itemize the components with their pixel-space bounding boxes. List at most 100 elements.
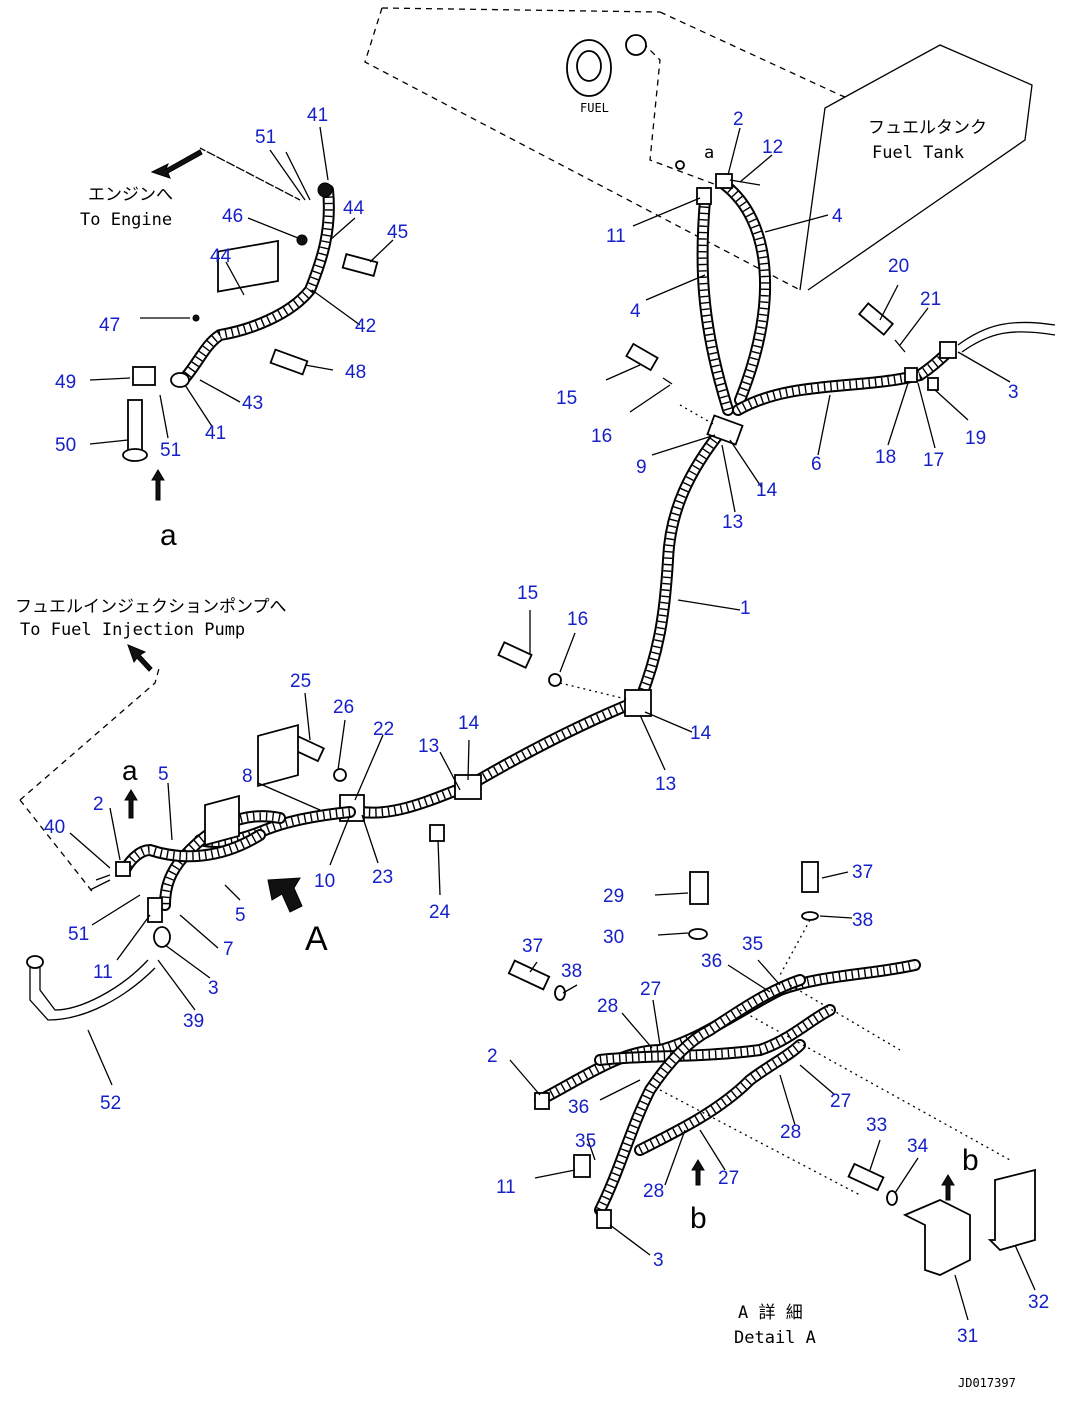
callout-40: 40 (44, 817, 65, 838)
callout-36-left: 36 (568, 1097, 589, 1118)
fitting-2-detail (534, 1092, 550, 1110)
callout-42: 42 (355, 316, 376, 337)
callout-14-junction: 14 (756, 480, 778, 501)
callout-30: 30 (603, 927, 624, 948)
callout-24: 24 (429, 902, 451, 923)
callout-51-left: 51 (68, 924, 89, 945)
bracket-32 (987, 1168, 1036, 1252)
bolt-29 (689, 871, 709, 905)
callout-41-top: 41 (307, 105, 328, 126)
callout-4-left: 4 (630, 301, 641, 322)
callout-50: 50 (55, 435, 76, 456)
callout-15-lower: 15 (517, 583, 538, 604)
fitting-3-detail (596, 1209, 612, 1229)
callout-19: 19 (965, 428, 986, 449)
engine-label-en: To Engine (80, 210, 172, 230)
callout-14-right: 14 (690, 723, 712, 744)
bracket-31 (902, 1199, 971, 1276)
ref-a-arrow-up (151, 469, 165, 501)
clip-18 (904, 367, 918, 383)
bolt-37-top (801, 861, 819, 893)
hose-main-1 (634, 424, 728, 706)
fitting-2-left (115, 861, 131, 877)
callout-23: 23 (372, 867, 393, 888)
fitting-3-left (153, 926, 171, 948)
fitting-11-left (147, 897, 163, 923)
callout-22: 22 (373, 719, 394, 740)
callout-14-mid: 14 (458, 713, 480, 734)
detail-label-jp: A 詳 細 (738, 1303, 803, 1323)
nut-47 (192, 314, 200, 322)
callout-35-left: 35 (575, 1131, 596, 1152)
callout-9: 9 (636, 457, 647, 478)
banjo-49 (132, 366, 156, 386)
callout-37-top: 37 (852, 862, 873, 883)
ref-b-arrow-detail (941, 1174, 955, 1201)
bracket-8 (257, 724, 299, 788)
tank-fitting-ring (625, 34, 647, 56)
callout-13-junction: 13 (722, 512, 743, 533)
callout-47: 47 (99, 315, 120, 336)
ref-a-tank: a (704, 143, 714, 163)
clip-19 (927, 377, 939, 391)
callout-numbers: 1 2 2 2 3 3 3 4 4 5 5 6 7 8 9 10 11 11 1… (44, 105, 1049, 1347)
callout-39: 39 (183, 1011, 204, 1032)
callout-25: 25 (290, 671, 311, 692)
callout-21: 21 (920, 289, 941, 310)
bolt-37-left (507, 959, 551, 991)
drawing-code: JD017397 (958, 1376, 1016, 1390)
washer-30 (688, 928, 708, 940)
washer-38-top (801, 911, 819, 921)
callout-43: 43 (242, 393, 263, 414)
callout-20: 20 (888, 256, 909, 277)
engine-label-jp: エンジンへ (88, 185, 173, 205)
callout-13-right: 13 (655, 774, 676, 795)
callout-17: 17 (923, 450, 944, 471)
fitting-2-tank (715, 173, 733, 189)
callout-11-left: 11 (93, 962, 113, 983)
callout-16-lower: 16 (567, 609, 588, 630)
bolt-48 (269, 348, 309, 376)
bracket-44 (217, 239, 279, 293)
callout-27-right: 27 (830, 1091, 851, 1112)
tank-cap-text: FUEL (580, 101, 609, 115)
callout-27-bottom: 27 (718, 1168, 739, 1189)
callout-51-top: 51 (255, 127, 276, 148)
callout-18: 18 (875, 447, 896, 468)
pipe-52-end (26, 955, 44, 969)
callout-51-engine: 51 (160, 440, 181, 461)
pump-arrow (127, 644, 153, 672)
bolt-15-lower (497, 641, 533, 669)
callout-5-lower: 5 (235, 905, 246, 926)
callout-41-bottom: 41 (205, 423, 226, 444)
bolt-45 (341, 252, 379, 278)
callout-38-top: 38 (852, 910, 873, 931)
ref-b-left: b (690, 1202, 707, 1235)
callout-52: 52 (100, 1093, 121, 1114)
fuel-cap-inner (576, 50, 602, 82)
clamp-14-right (624, 689, 652, 717)
pump-label-jp: フュエルインジェクションポンプへ (15, 597, 287, 617)
callout-33: 33 (866, 1115, 887, 1136)
hose-main-continued (344, 694, 646, 819)
callout-32: 32 (1028, 1292, 1049, 1313)
callout-31: 31 (957, 1326, 978, 1347)
callout-5-upper: 5 (158, 764, 169, 785)
ref-a-engine: a (160, 519, 177, 552)
ref-b-arrow-left (691, 1159, 705, 1186)
callout-48: 48 (345, 362, 366, 383)
callout-11-detail: 11 (496, 1177, 516, 1198)
callout-10: 10 (314, 871, 335, 892)
hose-return-6 (732, 344, 956, 416)
fuel-tank: FUEL フュエルタンク Fuel Tank a (364, 7, 1033, 291)
callout-11-tank: 11 (606, 226, 626, 247)
detail-label-en: Detail A (734, 1328, 816, 1348)
callout-3-return: 3 (1008, 382, 1019, 403)
fitting-11-tank (696, 187, 712, 205)
callout-13-mid: 13 (418, 736, 439, 757)
callout-2-left: 2 (93, 794, 104, 815)
detail-a: b b A 詳 細 Detail A (507, 861, 1036, 1348)
hose-tank-right-4 (719, 179, 772, 406)
callout-15-upper: 15 (556, 388, 577, 409)
